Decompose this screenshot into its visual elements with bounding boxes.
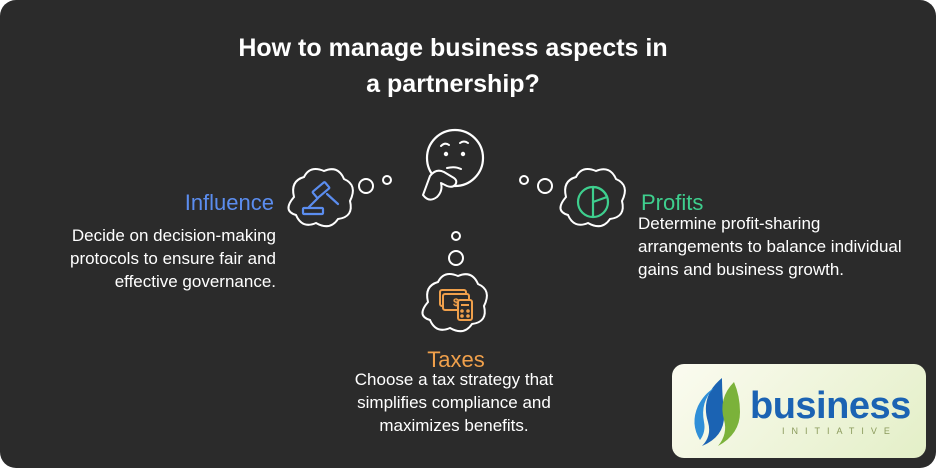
thought-bubbles-bottom	[448, 231, 464, 266]
business-initiative-logo: business INITIATIVE	[672, 364, 926, 458]
thought-bubbles-right	[519, 175, 553, 194]
logo-wordmark: business	[750, 385, 911, 427]
svg-text:$: $	[453, 297, 459, 309]
taxes-cloud: $	[421, 273, 488, 333]
taxes-heading: Taxes	[427, 347, 485, 372]
profits-description: Determine profit-sharing arrangements to…	[638, 214, 902, 279]
swoosh-logo-icon	[694, 378, 740, 446]
diagram-title: How to manage business aspects in a part…	[238, 34, 668, 98]
influence-description: Decide on decision-making protocols to e…	[69, 226, 276, 291]
pie-chart-icon	[576, 185, 610, 219]
profits-cloud	[559, 168, 626, 228]
influence-cloud	[287, 168, 354, 228]
thought-bubbles-left	[358, 175, 392, 194]
gavel-icon	[301, 181, 340, 216]
logo-tagline: INITIATIVE	[782, 426, 897, 436]
thinking-face-icon	[422, 128, 485, 201]
taxes-description: Choose a tax strategy that simplifies co…	[354, 370, 554, 435]
influence-heading: Influence	[184, 190, 274, 215]
money-calculator-icon: $	[439, 289, 473, 321]
profits-heading: Profits	[641, 190, 704, 215]
